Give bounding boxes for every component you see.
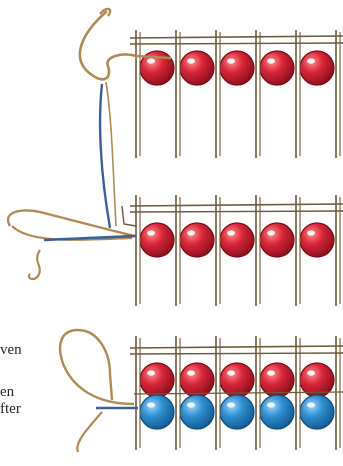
thread-tail	[77, 412, 102, 452]
side-text-line-2: en	[0, 383, 14, 401]
bead-highlight	[227, 230, 235, 235]
bead-highlight	[307, 402, 315, 407]
panel-step-3	[60, 330, 343, 452]
bead-red	[260, 51, 294, 85]
bead-red	[260, 223, 294, 257]
bead-red	[220, 363, 254, 397]
bead-blue	[220, 395, 254, 429]
bead-highlight	[307, 230, 315, 235]
bead-highlight	[267, 58, 275, 63]
bead-highlight	[227, 402, 235, 407]
bead-highlight	[227, 370, 235, 375]
weft-thread	[130, 346, 343, 348]
bead-blue	[260, 395, 294, 429]
bead-red	[140, 363, 174, 397]
bead-highlight	[307, 370, 315, 375]
bead-highlight	[187, 402, 195, 407]
side-text-line-3: fter	[0, 400, 21, 418]
bead-blue	[300, 395, 334, 429]
bead-red	[300, 223, 334, 257]
side-text-line-1: ven	[0, 341, 22, 359]
panel-step-1	[80, 9, 343, 228]
weft-thread	[130, 204, 343, 206]
bead-highlight	[187, 230, 195, 235]
bead-highlight	[147, 230, 155, 235]
bead-red	[140, 223, 174, 257]
bead-highlight	[187, 370, 195, 375]
bead-red	[180, 223, 214, 257]
bead-highlight	[267, 402, 275, 407]
bead-blue	[140, 395, 174, 429]
bead-highlight	[307, 58, 315, 63]
bead-highlight	[267, 370, 275, 375]
bead-highlight	[267, 230, 275, 235]
bead-red	[220, 51, 254, 85]
weft-thread	[130, 211, 343, 212]
working-thread	[60, 330, 134, 404]
bead-blue	[180, 395, 214, 429]
needle-thread	[106, 82, 116, 226]
bead-red	[220, 223, 254, 257]
weft-thread	[130, 353, 343, 354]
panel-step-2	[8, 195, 343, 306]
bead-red	[300, 51, 334, 85]
weft-thread	[122, 206, 136, 226]
bead-red	[180, 51, 214, 85]
bead-highlight	[187, 58, 195, 63]
thread-tail	[29, 250, 40, 279]
bead-highlight	[147, 58, 155, 63]
bead-red	[260, 363, 294, 397]
bead-highlight	[147, 402, 155, 407]
bead-highlight	[147, 370, 155, 375]
weft-thread	[130, 43, 343, 44]
weft-thread	[130, 36, 343, 38]
bead-red	[180, 363, 214, 397]
bead-highlight	[227, 58, 235, 63]
